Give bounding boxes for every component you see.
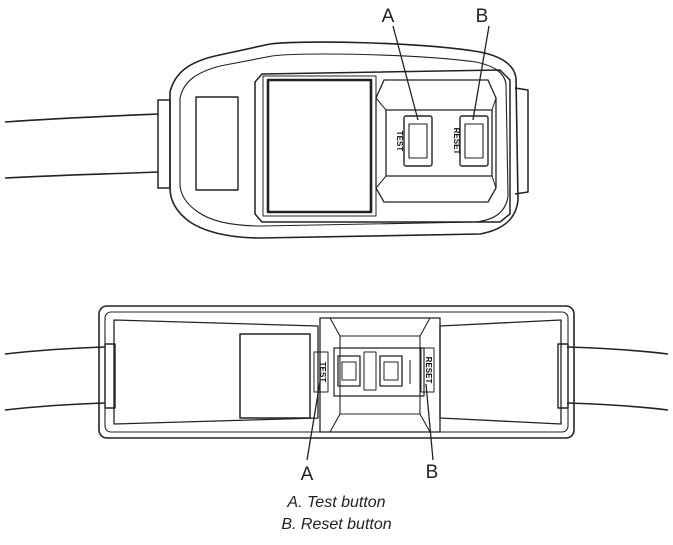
bottom-reset-label: RESET <box>424 357 433 384</box>
top-leader-b <box>472 25 490 121</box>
bottom-housing <box>98 305 575 439</box>
bottom-leader-a <box>306 381 321 461</box>
bottom-center-module <box>319 317 441 433</box>
top-strain-relief <box>157 99 171 189</box>
top-housing <box>169 41 519 239</box>
top-face-plate <box>254 69 511 223</box>
top-callout-a: A <box>382 6 395 27</box>
bottom-test-label: TEST <box>318 362 327 383</box>
top-button-island <box>375 79 497 203</box>
top-reset-label: RESET <box>452 128 461 155</box>
bottom-right-panel <box>439 319 562 425</box>
legend-line-a: A. Test button <box>287 494 386 511</box>
top-left-cord <box>4 113 159 179</box>
top-test-label: TEST <box>395 131 404 152</box>
bottom-left-panel <box>113 319 319 425</box>
bottom-callout-a: A <box>301 464 314 485</box>
top-right-cord <box>514 87 529 195</box>
bottom-left-cord <box>4 346 106 411</box>
top-display-screen <box>266 78 373 214</box>
top-housing-inner <box>179 53 509 227</box>
top-callout-b: B <box>476 6 489 27</box>
top-device: TEST RESET A B <box>4 6 529 239</box>
bottom-right-cord <box>566 346 669 411</box>
bottom-device: TEST RESET A B <box>4 305 669 485</box>
bottom-callout-b: B <box>426 462 439 483</box>
legend-line-b: B. Reset button <box>281 516 392 533</box>
bottom-reset-button[interactable] <box>379 355 403 387</box>
top-leader-a <box>392 25 419 121</box>
bottom-test-button[interactable] <box>337 355 361 387</box>
bottom-leader-b <box>425 383 434 461</box>
top-test-button[interactable] <box>403 115 433 167</box>
top-label-window <box>195 96 239 191</box>
bottom-display-window <box>239 333 311 419</box>
